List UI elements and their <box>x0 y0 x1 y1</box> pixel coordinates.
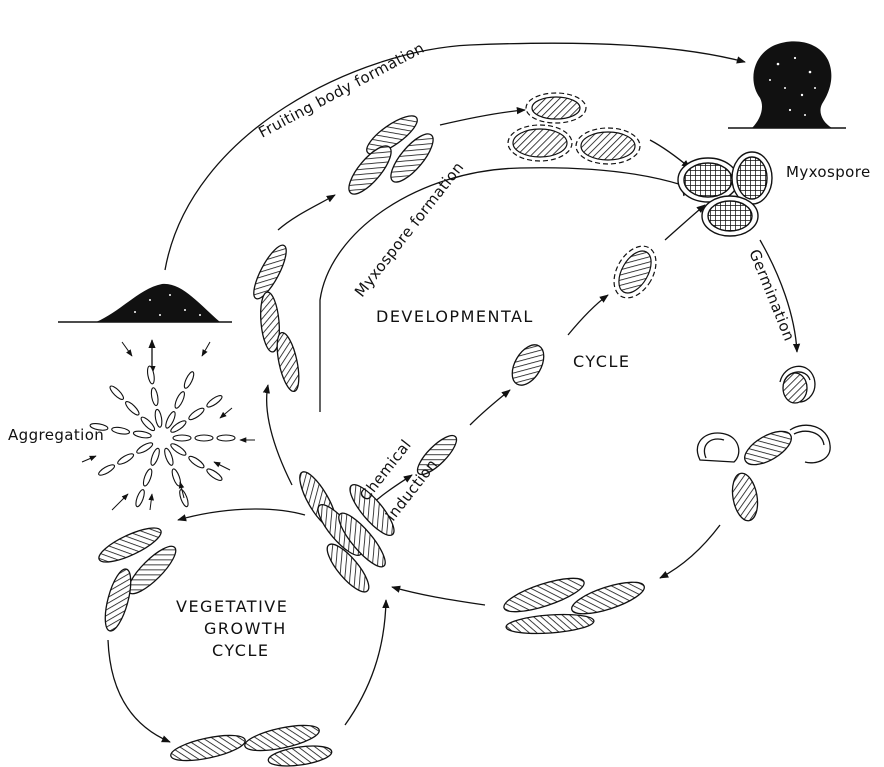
aggregation-cells <box>90 366 235 508</box>
enveloped-cells <box>508 93 665 305</box>
upper-cells-to-spores-arrow <box>440 110 525 125</box>
oval-to-enveloped-arrow <box>568 295 608 335</box>
germ-cells-to-rods-arrow <box>660 525 720 578</box>
rods-to-cluster-arrow <box>392 587 485 605</box>
developmental-cycle-label: CYCLE <box>573 352 630 371</box>
aggregation-label: Aggregation <box>8 426 104 444</box>
myxospore-label: Myxospore <box>786 163 871 181</box>
mound-to-upper-cells-arrow <box>278 195 335 230</box>
growth-label: GROWTH <box>204 619 287 638</box>
vegetative-left-to-bottom-arrow <box>108 640 170 742</box>
fruiting-body-arrow <box>165 43 745 270</box>
vegetative-cluster-to-left-arrow <box>178 509 305 520</box>
induction-to-oval-arrow <box>470 390 510 425</box>
myxospore-cluster-icon <box>678 152 772 236</box>
fruiting-body-icon <box>728 41 846 128</box>
aggregation-mound-icon <box>58 284 232 322</box>
vegetative-bottom-to-right-arrow <box>345 600 386 725</box>
enveloped-to-myxospore-arrow <box>665 205 705 240</box>
cluster-to-upper-arc-arrow <box>267 385 292 485</box>
vegetative-cycle-label: CYCLE <box>212 641 269 660</box>
vegetative-label: VEGETATIVE <box>176 597 288 616</box>
spores-to-myxospore-arrow <box>650 140 690 168</box>
developmental-label: DEVELOPMENTAL <box>376 307 534 326</box>
